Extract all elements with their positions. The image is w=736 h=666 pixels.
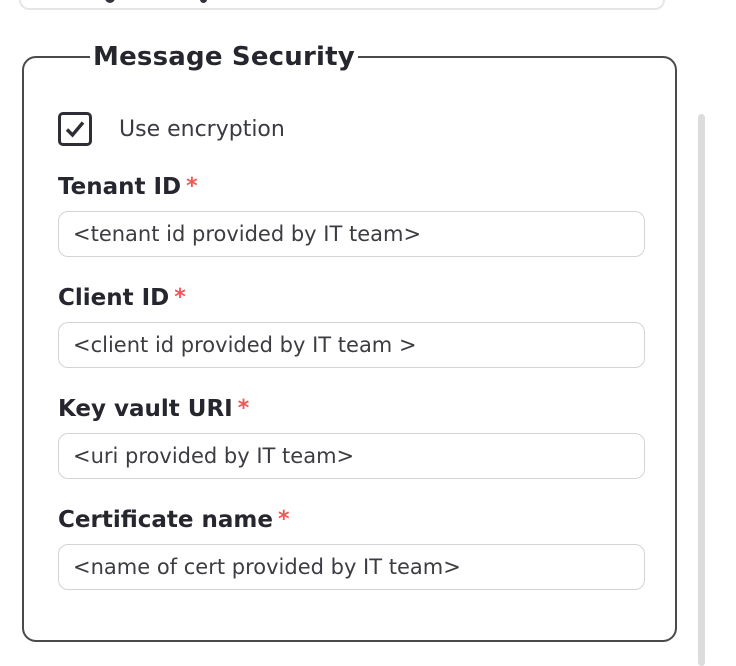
scrollbar-thumb[interactable] [698, 114, 705, 666]
key-vault-uri-input[interactable] [58, 433, 645, 479]
client-id-label: Client ID* [58, 285, 645, 312]
use-encryption-label: Use encryption [119, 116, 285, 142]
clipped-text-descender [200, 0, 207, 3]
required-asterisk: * [237, 396, 250, 421]
tenant-id-input[interactable] [58, 211, 645, 257]
checkmark-icon [65, 121, 85, 138]
client-id-label-text: Client ID [58, 285, 170, 311]
tenant-id-label-text: Tenant ID [58, 174, 182, 200]
tenant-id-label: Tenant ID* [58, 174, 645, 201]
section-title: Message Security [93, 42, 355, 72]
key-vault-uri-label: Key vault URI* [58, 396, 645, 423]
certificate-name-label: Certificate name* [58, 507, 645, 534]
required-asterisk: * [186, 174, 198, 199]
message-security-section: Message Security Use encryption Tenant I… [22, 42, 677, 642]
certificate-name-label-text: Certificate name [58, 507, 273, 533]
key-vault-uri-label-text: Key vault URI [58, 396, 233, 422]
required-asterisk: * [277, 507, 290, 532]
clipped-text-descender [105, 0, 115, 3]
required-asterisk: * [174, 285, 186, 310]
client-id-input[interactable] [58, 322, 645, 368]
use-encryption-row: Use encryption [58, 112, 645, 146]
certificate-name-input[interactable] [58, 544, 645, 590]
clipped-field-above[interactable] [19, 0, 665, 10]
use-encryption-checkbox[interactable] [58, 112, 92, 146]
